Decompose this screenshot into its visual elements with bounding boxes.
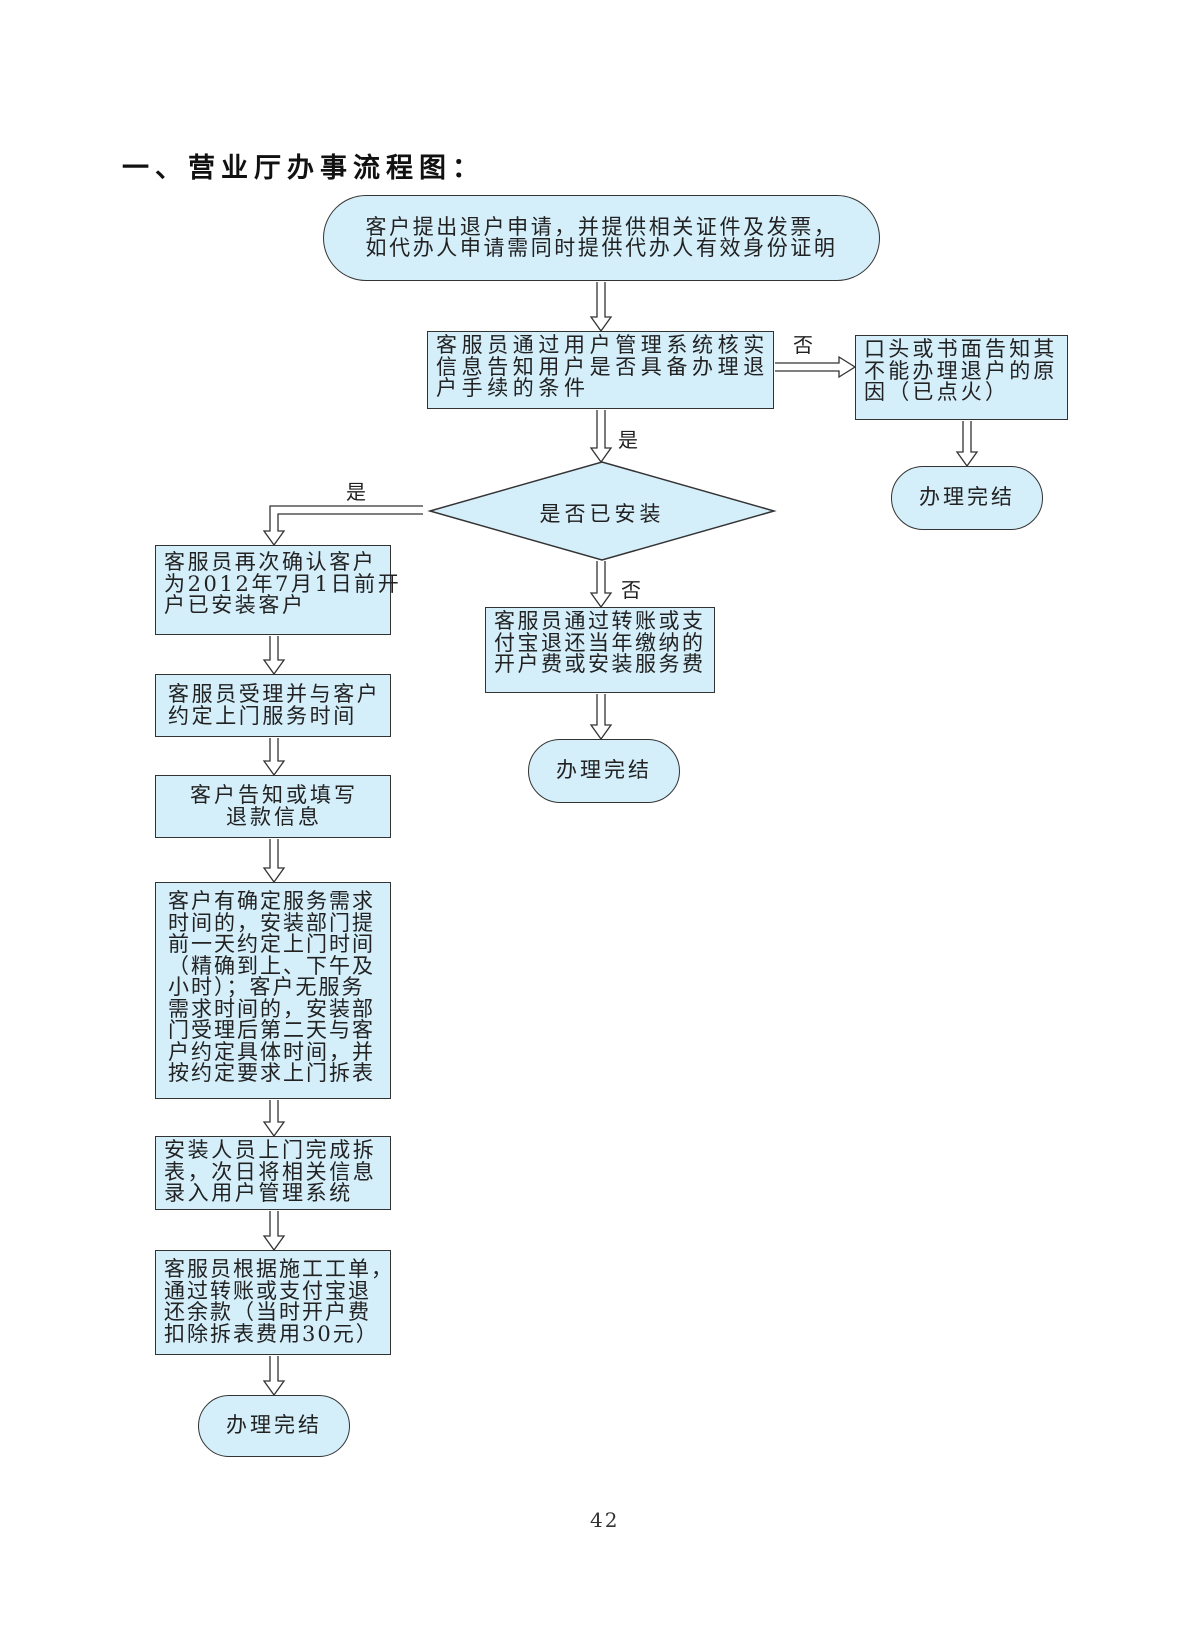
edge-label-verify-yes: 是 (618, 428, 638, 452)
verify-node: 客服员通过用户管理系统核实信息告知用户是否具备办理退户手续的条件 (427, 331, 774, 409)
node-text-line: 按约定要求上门拆表 (168, 1061, 375, 1085)
down-arrow-icon (262, 636, 286, 676)
down-arrow-icon (589, 694, 613, 741)
decision-diamond (427, 461, 777, 561)
node-text-line: 时间的，安装部门提 (168, 910, 375, 935)
node-text-line: 办理完结 (226, 1413, 322, 1438)
node-text-line: 约定上门服务时间 (168, 703, 357, 728)
node-text-line: 不能办理退户的原 (864, 358, 1058, 383)
node-text-line: 表，次日将相关信息 (164, 1159, 377, 1184)
accept-node: 客服员受理并与客户约定上门服务时间 (155, 674, 391, 737)
node-text-line: 付宝退还当年缴纳的 (494, 630, 706, 655)
node-text-line: 为2012年7月1日前开 (164, 571, 402, 596)
node-text-line: 客服员受理并与客户 (168, 682, 381, 706)
node-text-line: 客服员通过用户管理系统核实 (436, 333, 769, 357)
edge-label-installed-yes: 是 (346, 480, 366, 504)
reject-node: 口头或书面告知其不能办理退户的原因（已点火） (855, 335, 1068, 420)
refund-not-installed-node: 客服员通过转账或支付宝退还当年缴纳的开户费或安装服务费 (485, 607, 715, 693)
node-text-line: 办理完结 (556, 758, 652, 783)
down-arrow-icon (262, 1211, 286, 1252)
schedule-node: 客户有确定服务需求时间的，安装部门提前一天约定上门时间（精确到上、下午及小时）；… (155, 882, 391, 1099)
down-arrow-icon (262, 839, 286, 884)
node-text-line: 信息告知用户是否具备办理退 (436, 354, 769, 379)
confirm-node: 客服员再次确认客户为2012年7月1日前开户已安装客户 (155, 545, 402, 635)
node-text-line: 户已安装客户 (164, 593, 306, 617)
node-text-line: （精确到上、下午及 (168, 953, 375, 978)
down-arrow-icon (262, 1356, 286, 1397)
node-text-line: 通过转账或支付宝退 (164, 1278, 371, 1303)
edge-label-verify-no: 否 (793, 333, 813, 357)
node-text-line: 录入用户管理系统 (164, 1181, 353, 1205)
elbow-arrow-icon (262, 505, 423, 547)
down-arrow-icon (589, 561, 613, 609)
node-text-line: 客服员根据施工工单， (164, 1257, 394, 1281)
down-arrow-icon (589, 282, 613, 333)
down-arrow-icon (262, 738, 286, 777)
node-text-line: 小时）；客户无服务 (168, 975, 365, 999)
end-not-installed-node: 办理完结 (528, 739, 680, 803)
node-text-line: 客服员通过转账或支 (494, 609, 706, 633)
node-text-line: 办理完结 (919, 485, 1015, 510)
end-reject-node: 办理完结 (891, 466, 1043, 530)
down-arrow-icon (262, 1100, 286, 1138)
end-installed-node: 办理完结 (198, 1395, 350, 1457)
node-text-line: 还余款（当时开户费 (164, 1300, 371, 1324)
installed-decision-label: 是否已安装 (539, 502, 665, 526)
node-text-line: 因（已点火） (864, 380, 1010, 404)
node-text-line: 客户告知或填写 (190, 783, 358, 807)
node-text-line: 户约定具体时间，并 (168, 1039, 375, 1064)
node-text-line: 需求时间的，安装部 (168, 996, 375, 1021)
node-text-line: 退款信息 (226, 804, 322, 829)
edge-label-installed-no: 否 (621, 578, 641, 602)
node-text-line: 门受理后第二天与客 (168, 1018, 375, 1042)
page-title: 一、营业厅办事流程图： (122, 153, 485, 184)
page-number: 42 (590, 1508, 620, 1532)
down-arrow-icon (955, 421, 979, 468)
refund-balance-node: 客服员根据施工工单，通过转账或支付宝退还余款（当时开户费扣除拆表费用30元） (155, 1250, 394, 1355)
start-node: 客户提出退户申请，并提供相关证件及发票，如代办人申请需同时提供代办人有效身份证明 (323, 195, 880, 281)
node-text-line: 口头或书面告知其 (864, 337, 1058, 361)
remove-meter-node: 安装人员上门完成拆表，次日将相关信息录入用户管理系统 (155, 1136, 391, 1210)
node-text-line: 扣除拆表费用30元） (164, 1321, 379, 1346)
node-text-line: 开户费或安装服务费 (494, 652, 706, 676)
node-text-line: 客户提出退户申请，并提供相关证件及发票， (365, 214, 838, 239)
right-arrow-icon (775, 355, 857, 379)
node-text-line: 安装人员上门完成拆 (164, 1138, 377, 1162)
down-arrow-icon (589, 410, 613, 464)
node-text-line: 客服员再次确认客户 (164, 550, 377, 574)
node-text-line: 户手续的条件 (436, 376, 590, 400)
node-text-line: 前一天约定上门时间 (168, 932, 375, 956)
refund-info-node: 客户告知或填写退款信息 (155, 775, 391, 838)
node-text-line: 客户有确定服务需求 (168, 889, 375, 913)
node-text-line: 如代办人申请需同时提供代办人有效身份证明 (365, 236, 838, 260)
